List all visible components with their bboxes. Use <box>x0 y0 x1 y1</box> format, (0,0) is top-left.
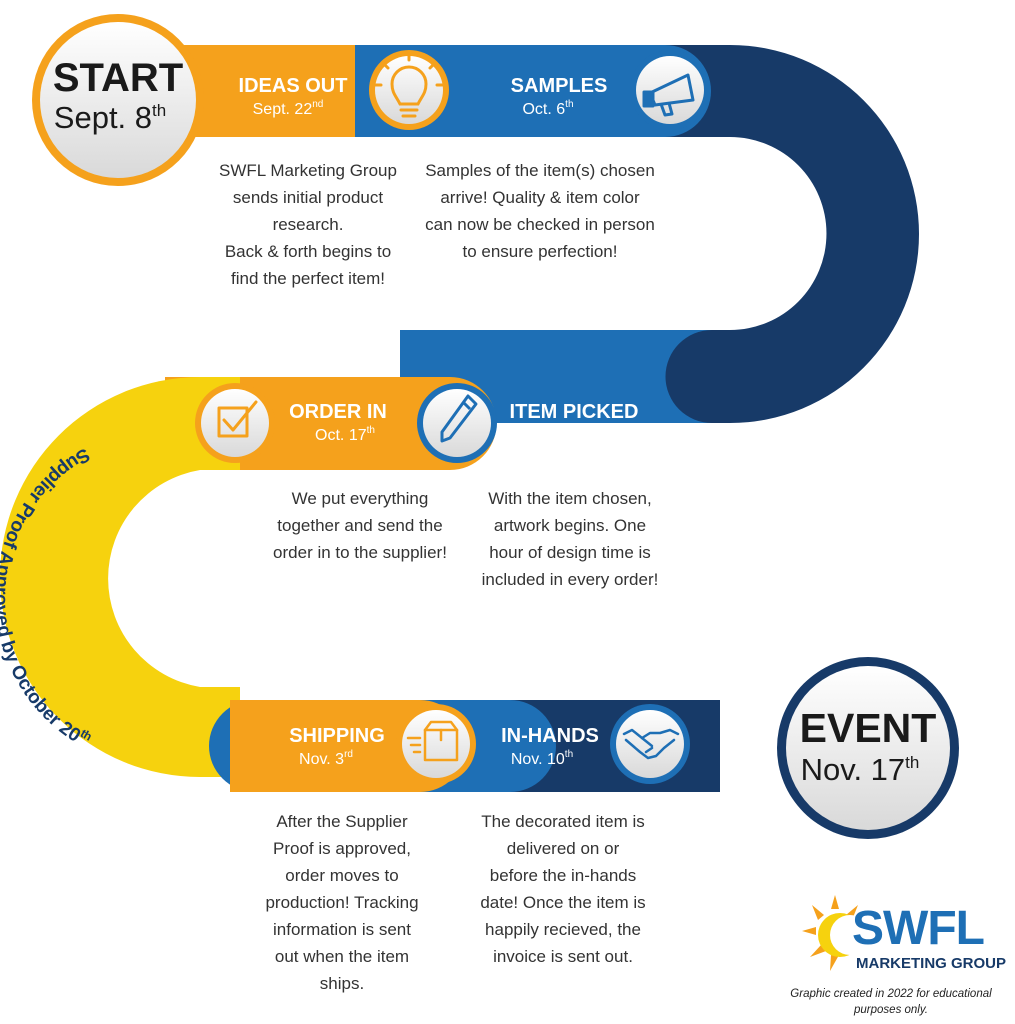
track-curve-right <box>660 45 919 423</box>
step-ideas-out: IDEAS OUT Sept. 22nd <box>239 50 449 130</box>
swfl-logo: SWFL MARKETING GROUP <box>800 893 1010 983</box>
step-samples: SAMPLES Oct. 6th <box>511 50 710 130</box>
ideas-out-date: Sept. 22nd <box>253 99 324 118</box>
order-in-date: Oct. 17th <box>315 425 375 444</box>
shipping-description: After the Supplier Proof is approved, or… <box>265 812 419 993</box>
start-date: Sept. 8th <box>54 100 166 135</box>
item-picked-date: Oct. 13th <box>562 425 622 444</box>
track-curve-left <box>0 377 240 777</box>
start-marker: START Sept. 8th <box>32 14 204 186</box>
samples-date: Oct. 6th <box>522 99 573 118</box>
event-label: EVENT <box>800 705 937 751</box>
item-picked-title: ITEM PICKED <box>510 401 639 423</box>
pen-icon <box>440 394 478 443</box>
item-picked-description: With the item chosen, artwork begins. On… <box>481 489 659 589</box>
event-marker: EVENT Nov. 17th <box>777 657 959 839</box>
event-date: Nov. 17th <box>801 752 920 787</box>
step-shipping: SHIPPING Nov. 3rd <box>289 704 476 784</box>
start-label: START <box>53 56 183 100</box>
shipping-date: Nov. 3rd <box>299 749 353 768</box>
package-icon <box>406 720 459 762</box>
order-in-description: We put everything together and send the … <box>273 489 447 562</box>
step-in-hands: IN-HANDS Nov. 10th <box>501 704 690 784</box>
handshake-icon <box>622 728 680 760</box>
logo-name: SWFL <box>852 902 985 955</box>
order-in-title: ORDER IN <box>289 401 387 423</box>
checkbox-icon <box>217 400 258 438</box>
samples-title: SAMPLES <box>511 75 608 97</box>
step-order-in: ORDER IN Oct. 17th <box>195 383 387 463</box>
in-hands-date: Nov. 10th <box>511 749 573 768</box>
shipping-title: SHIPPING <box>289 725 385 747</box>
samples-description: Samples of the item(s) chosen arrive! Qu… <box>425 161 655 261</box>
in-hands-title: IN-HANDS <box>501 725 599 747</box>
lightbulb-icon <box>373 52 445 118</box>
in-hands-description: The decorated item is delivered on or be… <box>480 812 646 966</box>
step-item-picked: ITEM PICKED Oct. 13th <box>417 383 638 463</box>
logo-tagline: MARKETING GROUP <box>856 955 1006 972</box>
ideas-out-description: SWFL Marketing Group sends initial produ… <box>219 161 397 288</box>
megaphone-icon <box>642 73 695 117</box>
sun-icon <box>802 895 870 971</box>
ideas-out-title: IDEAS OUT <box>239 75 348 97</box>
footnote: Graphic created in 2022 for educational … <box>790 988 992 1016</box>
